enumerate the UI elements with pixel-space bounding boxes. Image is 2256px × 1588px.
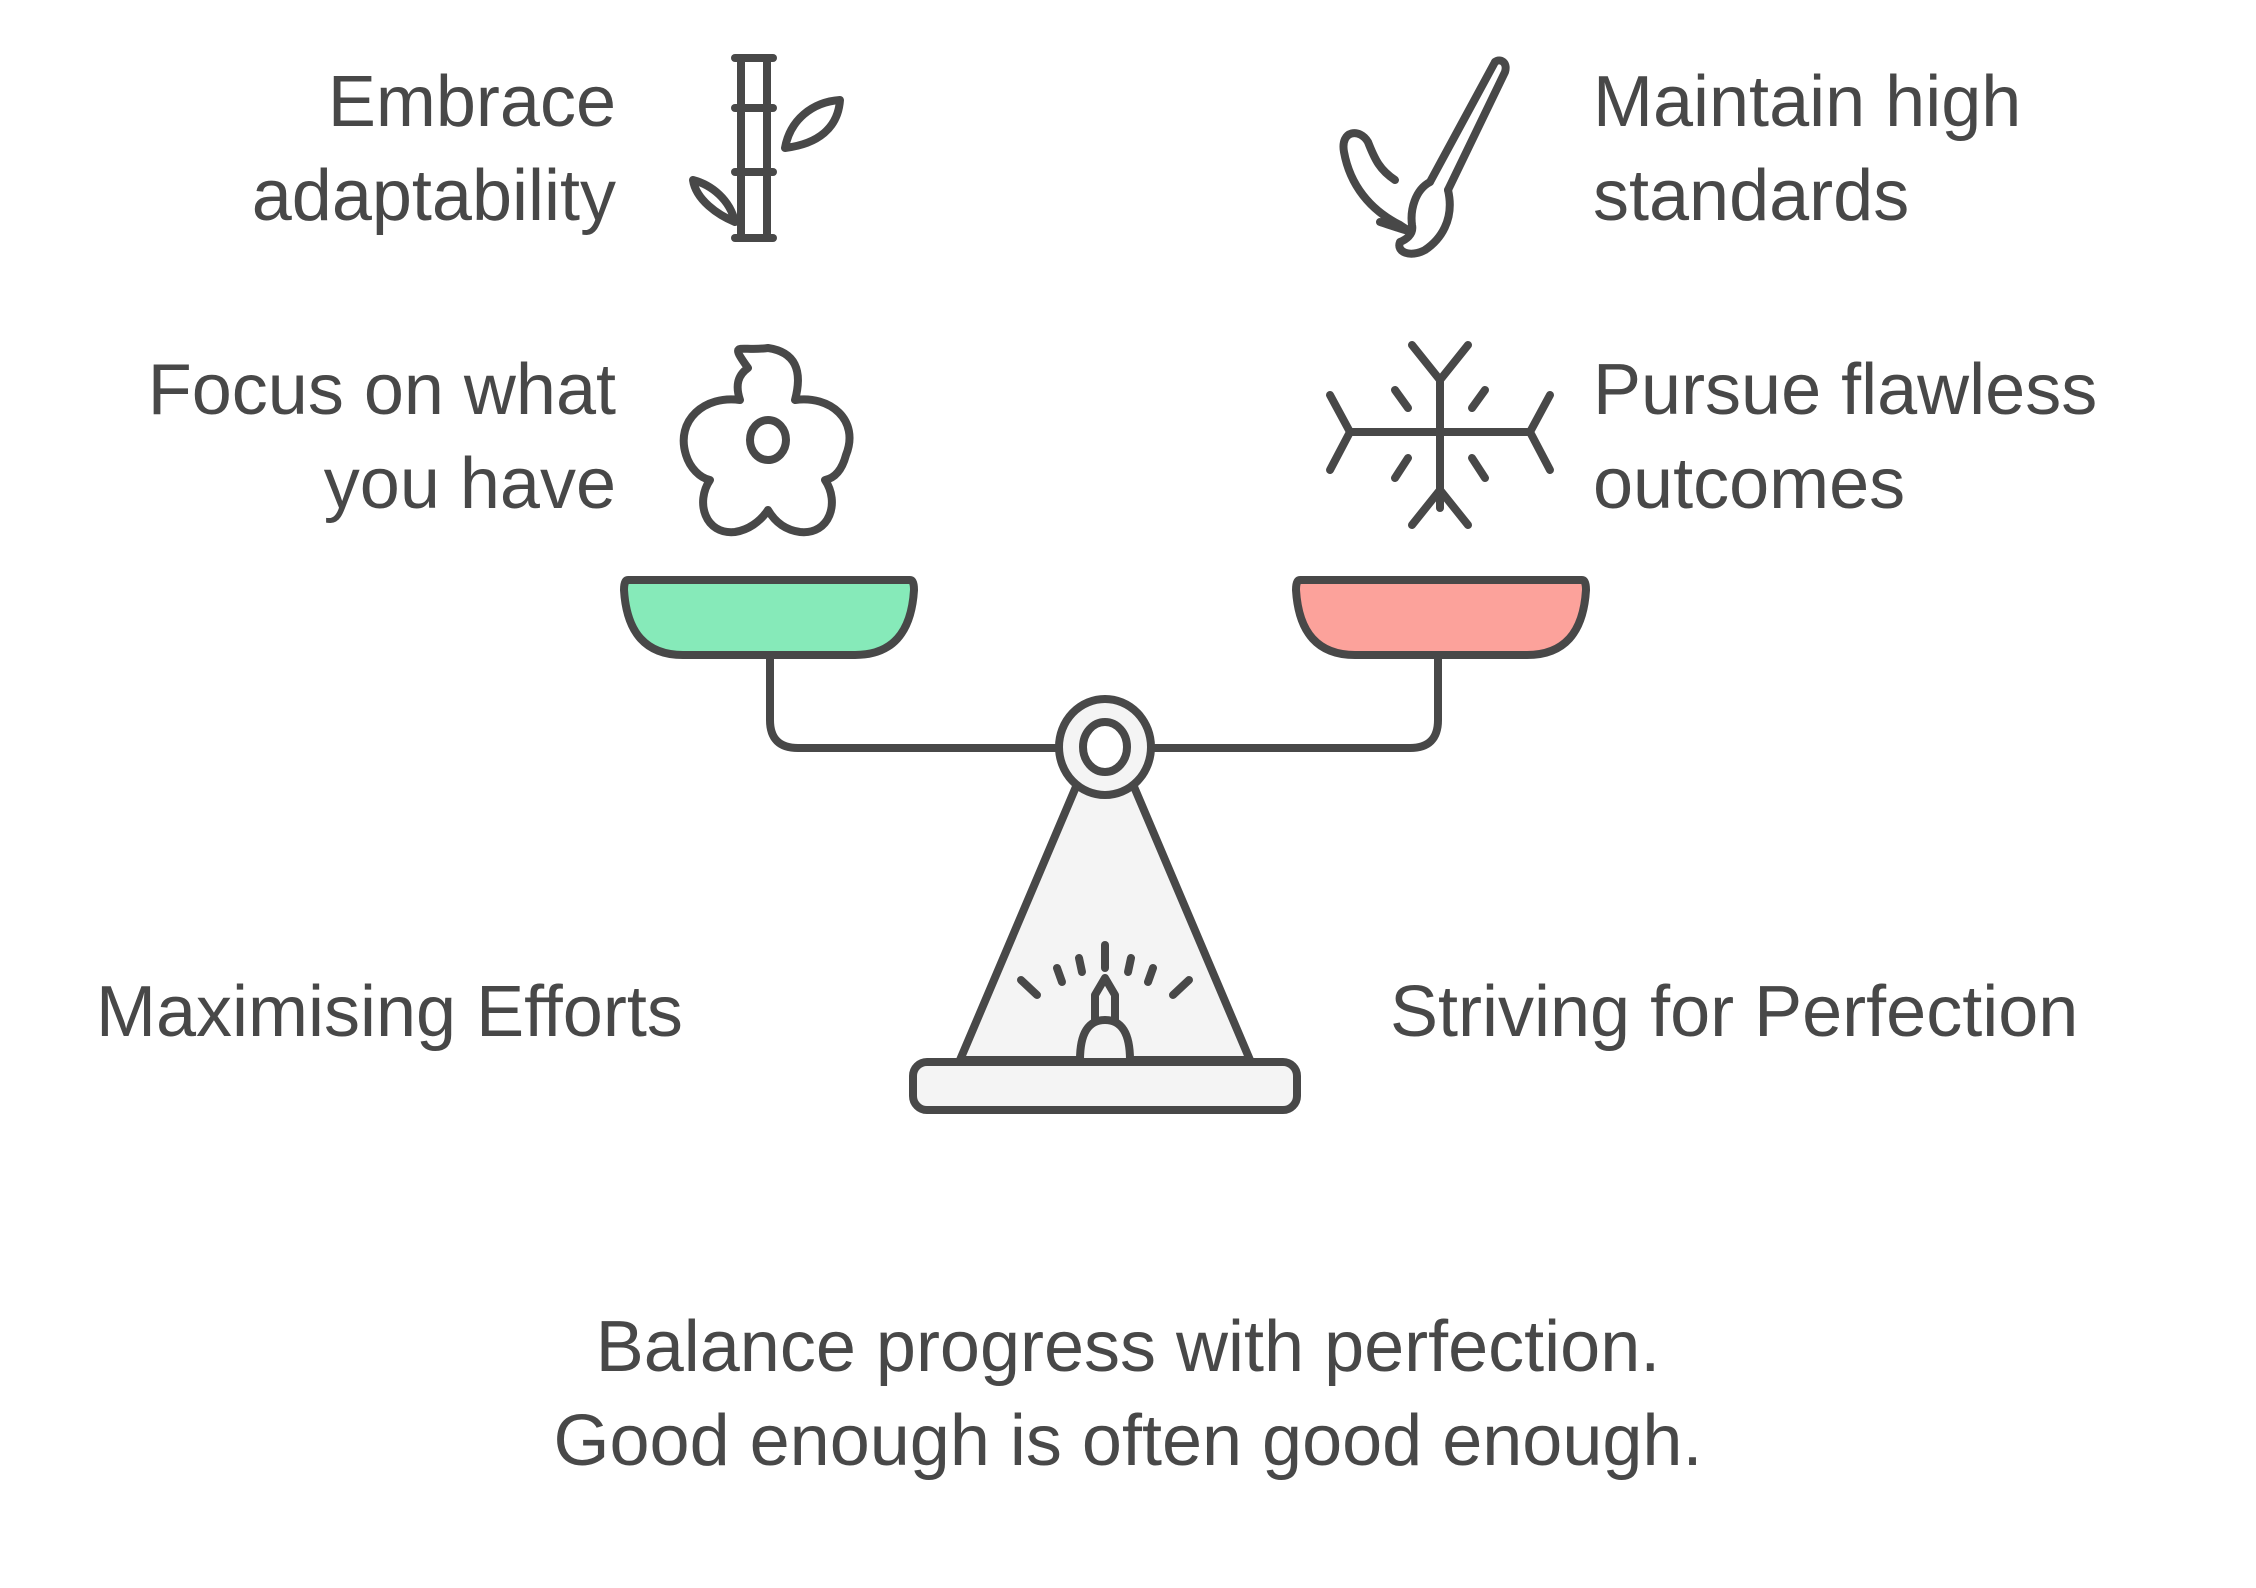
right-title: Striving for Perfection — [1390, 972, 2079, 1052]
left-item-2-line-2: you have — [323, 444, 616, 524]
balance-scale-icon — [620, 576, 1590, 1114]
left-item-1-line-1: Embrace — [327, 62, 616, 142]
flower-icon — [679, 344, 854, 537]
right-item-2-line-1: Pursue flawless — [1593, 350, 2098, 430]
left-pan — [620, 576, 918, 659]
left-item-1-label: Embrace adaptability — [252, 55, 616, 243]
bamboo-icon — [689, 54, 844, 242]
right-item-1-line-2: standards — [1593, 156, 1910, 236]
footer-line-1: Balance progress with perfection. — [595, 1307, 1661, 1387]
right-item-1-line-1: Maintain high — [1593, 62, 2022, 142]
paintbrush-icon — [1339, 56, 1510, 258]
right-item-2-label: Pursue flawless outcomes — [1593, 343, 2097, 531]
left-item-2-label: Focus on what you have — [148, 343, 616, 531]
left-item-1-line-2: adaptability — [251, 156, 616, 236]
snowflake-icon — [1326, 341, 1554, 529]
right-pan — [1292, 576, 1590, 659]
left-title: Maximising Efforts — [96, 972, 683, 1052]
right-item-2-line-2: outcomes — [1593, 444, 1906, 524]
footer-message: Balance progress with perfection. Good e… — [0, 1300, 2256, 1488]
left-item-2-line-1: Focus on what — [147, 350, 616, 430]
right-item-1-label: Maintain high standards — [1593, 55, 2021, 243]
footer-line-2: Good enough is often good enough. — [553, 1401, 1703, 1481]
